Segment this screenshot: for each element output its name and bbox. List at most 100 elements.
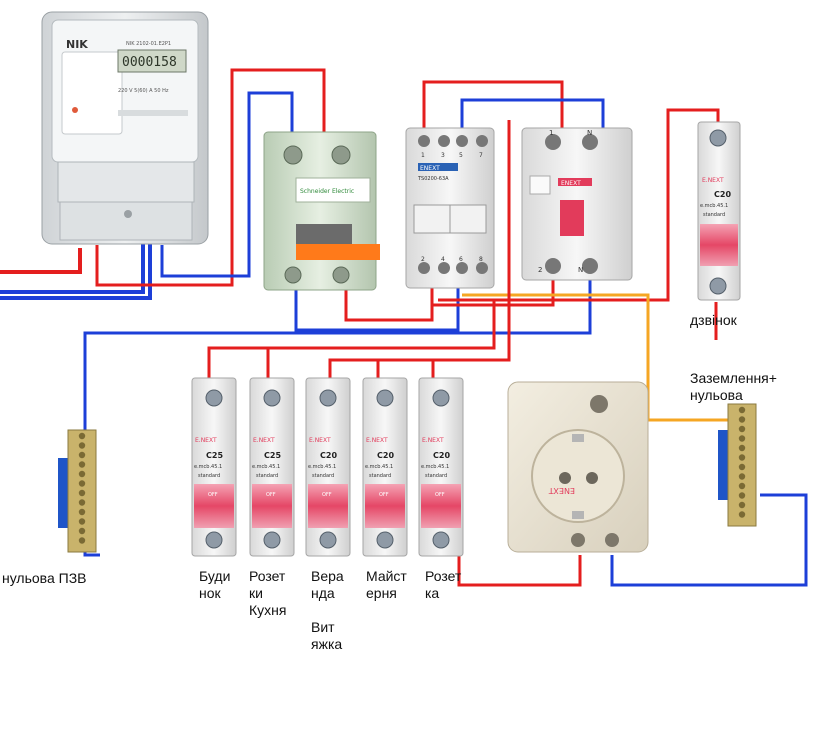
terminal-top bbox=[432, 389, 450, 407]
bus-screw bbox=[78, 442, 86, 449]
breaker-model: e.mcb.45.1 bbox=[365, 464, 393, 470]
ground-zero-label: Заземлення+ нульова bbox=[690, 370, 777, 403]
circuit-label-2: Розет ки Кухня bbox=[249, 568, 287, 618]
circuit-label-4: Майст ерня bbox=[366, 568, 407, 601]
switch-bottom-4: 4 bbox=[441, 256, 445, 263]
electricity-meter: NIK NIK 2102-01.E2P1 0000158 220 V 5(60)… bbox=[41, 11, 209, 245]
terminal-top bbox=[205, 389, 223, 407]
rcd-brand: ENEXT bbox=[561, 180, 581, 187]
terminal-bottom bbox=[263, 531, 281, 549]
wire-socket-phase bbox=[457, 552, 582, 587]
breaker-brand: E.NEXT bbox=[253, 437, 275, 444]
terminal-top bbox=[319, 389, 337, 407]
switch-bottom-2: 2 bbox=[421, 256, 425, 263]
wire-feed-phase bbox=[0, 248, 82, 274]
wire-switch-rcd-phase bbox=[422, 80, 564, 134]
bus-screw bbox=[738, 454, 746, 461]
switch-top-5: 5 bbox=[459, 152, 463, 159]
bus-screw bbox=[738, 406, 746, 414]
wire-bell-phase bbox=[438, 108, 720, 302]
terminal-bottom bbox=[432, 531, 450, 549]
breaker-toggle bbox=[194, 484, 234, 528]
breaker-off: OFF bbox=[266, 492, 276, 498]
breaker-model: e.mcb.45.1 bbox=[252, 464, 280, 470]
bus-screw bbox=[738, 435, 746, 442]
bus-screw bbox=[738, 473, 746, 480]
bus-screw bbox=[78, 499, 86, 506]
meter-model: NIK 2102-01.E2P1 bbox=[126, 41, 171, 47]
meter-display bbox=[117, 49, 187, 73]
rcd-top-n: N bbox=[587, 129, 592, 137]
rcd-bottom-2: 2 bbox=[538, 266, 542, 274]
bell-breaker-rating: C20 bbox=[714, 190, 731, 199]
bell-breaker-model: e.mcb.45.1 bbox=[700, 203, 728, 209]
wire-ground bbox=[462, 293, 736, 422]
terminal-top bbox=[263, 389, 281, 407]
terminal-bottom bbox=[376, 531, 394, 549]
rcd: 1 N ENEXT 2 N bbox=[521, 127, 633, 281]
bus-screw bbox=[78, 537, 86, 544]
zero-bus-left bbox=[58, 429, 97, 553]
changeover-switch: 1 3 5 7 ENEXT TS0200-63A 2 4 6 8 bbox=[405, 127, 495, 289]
breaker-series: standard bbox=[425, 473, 447, 479]
breaker-brand: E.NEXT bbox=[422, 437, 444, 444]
socket-brand: ENEXT bbox=[549, 486, 575, 495]
wire-breaker-to-switch-phase bbox=[344, 278, 434, 322]
breaker-rating: C20 bbox=[320, 451, 337, 460]
breaker-brand: E.NEXT bbox=[309, 437, 331, 444]
rcd-top-1: 1 bbox=[549, 129, 553, 137]
terminal-bottom bbox=[319, 531, 337, 549]
breaker-series: standard bbox=[312, 473, 334, 479]
breaker-off: OFF bbox=[435, 492, 445, 498]
zero-bus-right bbox=[718, 403, 757, 527]
wire-phase-bus-2 bbox=[207, 300, 496, 378]
bus-screw bbox=[78, 527, 86, 535]
bus-screw bbox=[738, 425, 746, 433]
circuit-label-1: Буди нок bbox=[199, 568, 231, 601]
breaker-brand: Schneider Electric bbox=[300, 188, 354, 195]
switch-top-7: 7 bbox=[479, 152, 483, 159]
wire-meter-neutral-out bbox=[160, 91, 294, 278]
breaker-brand: E.NEXT bbox=[195, 437, 217, 444]
switch-model: TS0200-63A bbox=[417, 176, 449, 182]
zero-bus-left-screws bbox=[78, 432, 86, 544]
bus-screw bbox=[78, 480, 86, 487]
bus-screw bbox=[738, 492, 746, 499]
bell-breaker-series: standard bbox=[703, 212, 725, 218]
wire-phase-bus bbox=[328, 120, 511, 378]
bus-screw bbox=[78, 432, 86, 440]
switch-bottom-6: 6 bbox=[459, 256, 463, 263]
main-breaker-2p: Schneider Electric bbox=[263, 131, 380, 291]
bell-breaker: E.NEXT C20 e.mcb.45.1 standard bbox=[697, 121, 741, 301]
meter-display-value: 0000158 bbox=[122, 55, 177, 70]
breaker-series: standard bbox=[369, 473, 391, 479]
wire-feed-neutral bbox=[0, 243, 152, 300]
wire-rcd-neutral-out bbox=[83, 278, 592, 557]
bell-breaker-brand: E.NEXT bbox=[702, 177, 724, 184]
circuit-label-3: Вера нда Вит яжка bbox=[311, 568, 344, 652]
bus-screw bbox=[78, 518, 86, 525]
circuit-label-5: Розет ка bbox=[425, 568, 462, 601]
bus-screw bbox=[738, 416, 746, 423]
breaker-series: standard bbox=[256, 473, 278, 479]
group-breakers: E.NEXTC25e.mcb.45.1standardOFFE.NEXTC25e… bbox=[191, 377, 464, 557]
meter-brand: NIK bbox=[66, 38, 88, 51]
breaker-off: OFF bbox=[208, 492, 218, 498]
breaker-toggle bbox=[421, 484, 461, 528]
breaker-model: e.mcb.45.1 bbox=[421, 464, 449, 470]
switch-top-3: 3 bbox=[441, 152, 445, 159]
wire-socket-neutral bbox=[610, 493, 808, 587]
bus-screw bbox=[738, 444, 746, 452]
breaker-off: OFF bbox=[379, 492, 389, 498]
breaker-off: OFF bbox=[322, 492, 332, 498]
switch-brand: ENEXT bbox=[420, 165, 440, 172]
breaker-rating: C25 bbox=[264, 451, 281, 460]
bus-screw bbox=[78, 470, 86, 478]
bus-screw bbox=[78, 508, 86, 516]
switch-top-1: 1 bbox=[421, 152, 425, 159]
zero-bus-left-label: нульова ПЗВ bbox=[2, 570, 87, 586]
